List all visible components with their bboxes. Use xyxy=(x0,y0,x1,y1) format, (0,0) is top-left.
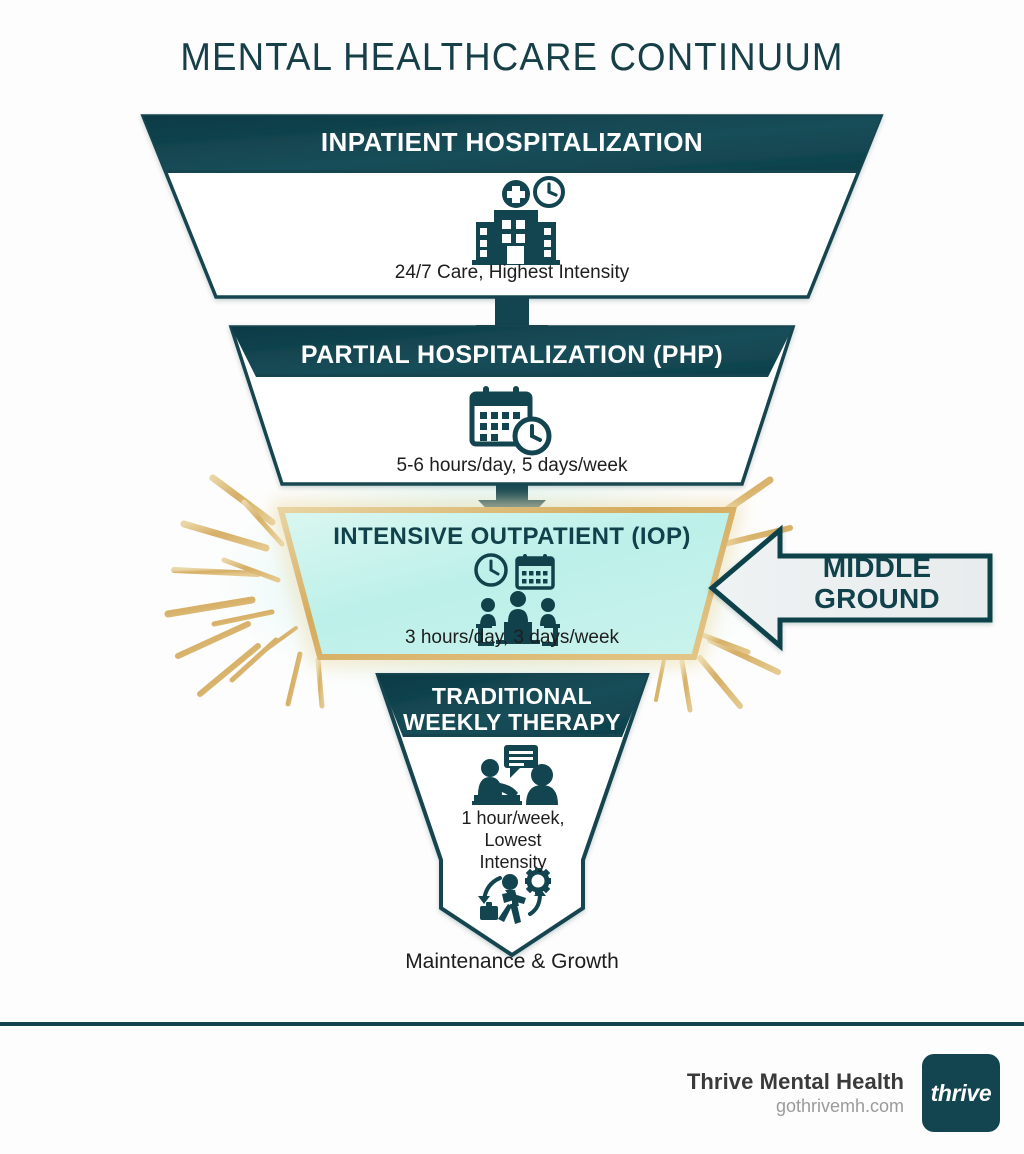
brand-url: gothrivemh.com xyxy=(775,1096,904,1117)
middle-ground-line2: GROUND xyxy=(814,583,940,615)
maintenance-caption: Maintenance & Growth xyxy=(405,950,619,973)
brand-name: Thrive Mental Health xyxy=(686,1068,904,1094)
level-subtitle-weekly-therapy-line3: Intensity xyxy=(479,851,547,872)
level-title-iop: INTENSIVE OUTPATIENT (IOP) xyxy=(333,523,691,550)
hospital-clock-icon xyxy=(472,176,565,265)
clock-calendar-group-therapy-icon xyxy=(474,553,560,646)
page-title: MENTAL HEALTHCARE CONTINUUM xyxy=(180,36,844,79)
level-subtitle-weekly-therapy-line2: Lowest xyxy=(484,829,542,850)
level-title-inpatient: INPATIENT HOSPITALIZATION xyxy=(320,127,704,157)
level-subtitle-iop: 3 hours/day, 3 days/week xyxy=(404,627,620,648)
footer-branding: Thrive Mental Health gothrivemh.com thri… xyxy=(687,1054,1000,1132)
funnel-level-iop xyxy=(270,502,744,665)
calendar-clock-icon xyxy=(469,386,552,456)
left-arrow-callout-icon xyxy=(708,524,993,652)
level-title-php: PARTIAL HOSPITALIZATION (PHP) xyxy=(300,341,724,369)
level-subtitle-inpatient: 24/7 Care, Highest Intensity xyxy=(394,262,630,283)
level-subtitle-weekly-therapy-line1: 1 hour/week, xyxy=(461,808,565,828)
level-subtitle-php: 5-6 hours/day, 5 days/week xyxy=(396,455,628,476)
therapy-session-icon xyxy=(472,745,558,805)
level-title-weekly-therapy-line1: TRADITIONAL xyxy=(431,683,593,709)
footer-divider xyxy=(0,1022,1024,1026)
middle-ground-line1: MIDDLE xyxy=(822,552,932,583)
level-subtitle-weekly-therapy: 1 hour/week, Lowest Intensity xyxy=(385,808,641,874)
funnel-diagram xyxy=(140,114,993,958)
thrive-logo-text: thrive xyxy=(930,1079,992,1106)
level-title-weekly-therapy: TRADITIONAL WEEKLY THERAPY xyxy=(0,683,1024,736)
middle-ground-callout-label: MIDDLE GROUND xyxy=(762,552,992,615)
thrive-logo: thrive xyxy=(922,1054,1000,1132)
sunburst-rays xyxy=(164,474,793,713)
footer-text-block: Thrive Mental Health gothrivemh.com xyxy=(687,1068,904,1119)
funnel-level-weekly-therapy xyxy=(375,673,650,958)
level-title-weekly-therapy-line2: WEEKLY THERAPY xyxy=(403,708,621,735)
growth-gear-icon xyxy=(478,868,551,924)
footer: Thrive Mental Health gothrivemh.com thri… xyxy=(0,1026,1024,1154)
